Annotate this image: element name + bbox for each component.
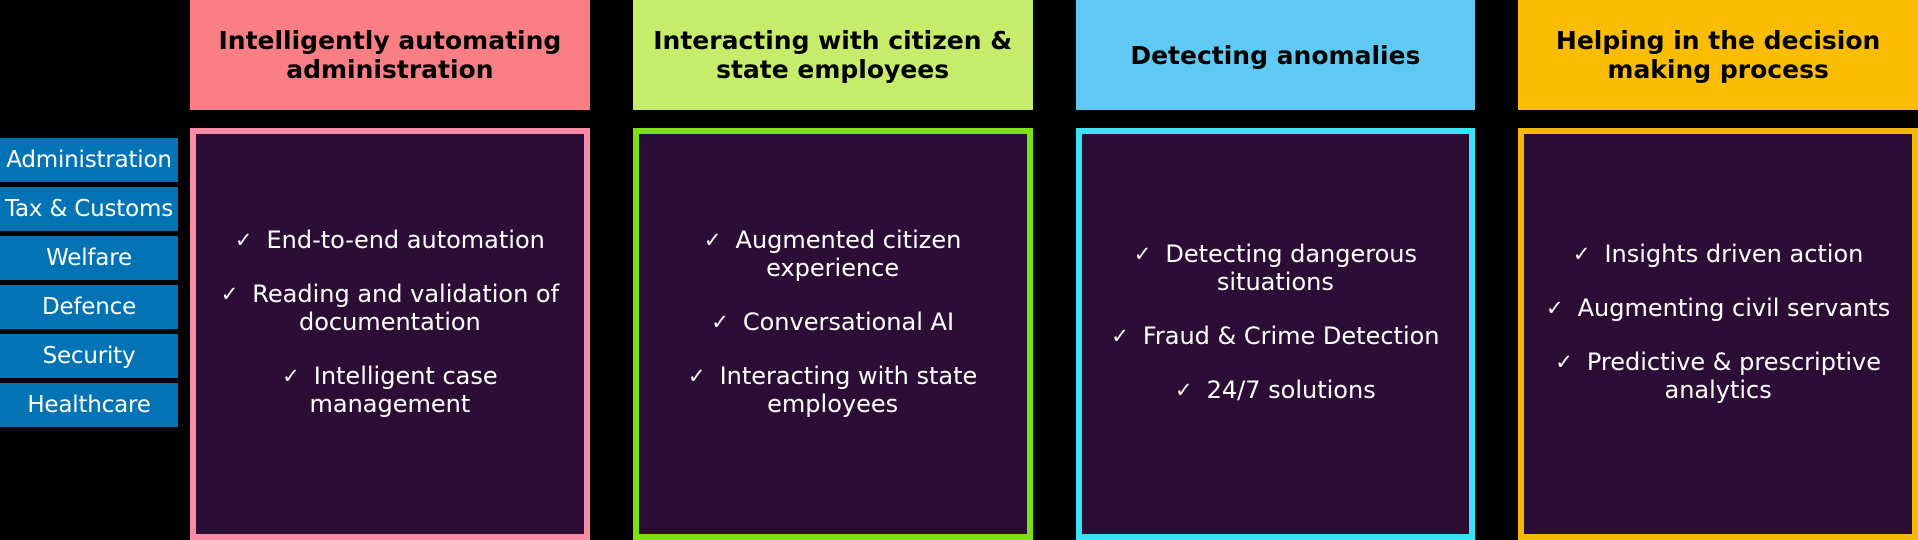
check-icon: ✓ (282, 364, 300, 389)
check-icon: ✓ (220, 281, 239, 306)
list-item-label: Predictive & prescriptive analytics (1586, 348, 1881, 405)
bullet-list: ✓ Augmented citizen experience ✓ Conversat… (651, 226, 1015, 418)
column-gap (190, 110, 590, 128)
list-item: ✓ Augmenting civil servants (1536, 294, 1900, 322)
sidebar-item-security[interactable]: Security (0, 334, 178, 378)
column-gap (1076, 110, 1476, 128)
sidebar-item-label: Defence (41, 294, 137, 320)
list-item: ✓ Fraud & Crime Detection (1094, 322, 1458, 350)
sidebar-item-label: Healthcare (27, 392, 151, 418)
sidebar-item-label: Welfare (46, 245, 132, 271)
list-item: ✓ Predictive & prescriptive analytics (1536, 348, 1900, 404)
bullet-list: ✓ End-to-end automation ✓ Reading and vali… (208, 226, 572, 418)
bullet-list: ✓ Detecting dangerous situations ✓ Fraud &… (1094, 240, 1458, 404)
sidebar-item-administration[interactable]: Administration (0, 138, 178, 182)
list-item-label: Interacting with state employees (719, 362, 978, 419)
use-case-columns: Intelligently automating administration … (190, 0, 1918, 540)
list-item: ✓ 24/7 solutions (1094, 376, 1458, 404)
column-header: Interacting with citizen & state employe… (632, 0, 1033, 110)
list-item-label: Detecting dangerous situations (1165, 239, 1418, 296)
column-header: Detecting anomalies (1075, 0, 1476, 110)
list-item-label: 24/7 solutions (1206, 376, 1376, 405)
column-card: ✓ Insights driven action ✓ Augmenting civi… (1518, 128, 1918, 540)
column-card: ✓ End-to-end automation ✓ Reading and vali… (190, 128, 590, 540)
check-icon: ✓ (234, 227, 253, 252)
column-gap (633, 110, 1033, 128)
check-icon: ✓ (1111, 324, 1129, 348)
list-item-label: Fraud & Crime Detection (1142, 322, 1440, 350)
bullet-list: ✓ Insights driven action ✓ Augmenting civi… (1536, 240, 1900, 404)
sidebar-item-welfare[interactable]: Welfare (0, 236, 178, 280)
list-item-label: Reading and validation of documentation (252, 279, 560, 336)
list-item-label: End-to-end automation (266, 225, 545, 254)
column-gap (1518, 110, 1918, 128)
sidebar-item-defence[interactable]: Defence (0, 285, 178, 329)
sidebar-item-healthcare[interactable]: Healthcare (0, 383, 178, 427)
column-card: ✓ Augmented citizen experience ✓ Conversat… (632, 128, 1033, 540)
check-icon: ✓ (1555, 350, 1573, 374)
list-item: ✓ Intelligent case management (208, 362, 572, 418)
list-item: ✓ Augmented citizen experience (651, 226, 1015, 282)
check-icon: ✓ (1175, 378, 1193, 403)
column-header: Intelligently automating administration (190, 0, 590, 110)
check-icon: ✓ (711, 309, 729, 334)
sidebar-item-label: Tax & Customs (4, 196, 173, 222)
column-card: ✓ Detecting dangerous situations ✓ Fraud &… (1075, 128, 1476, 540)
column-automating-administration: Intelligently automating administration … (190, 0, 590, 540)
check-icon: ✓ (703, 227, 722, 252)
column-header: Helping in the decision making process (1518, 0, 1918, 110)
list-item-label: Insights driven action (1604, 239, 1864, 268)
check-icon: ✓ (1133, 241, 1152, 266)
list-item: ✓ End-to-end automation (208, 226, 572, 254)
sidebar-item-label: Security (42, 343, 136, 369)
list-item-label: Augmenting civil servants (1577, 293, 1891, 322)
sidebar-item-label: Administration (6, 147, 172, 173)
column-detecting-anomalies: Detecting anomalies ✓ Detecting dangerous… (1075, 0, 1476, 540)
check-icon: ✓ (687, 364, 706, 389)
column-interacting-citizen-state: Interacting with citizen & state employe… (632, 0, 1033, 540)
list-item-label: Augmented citizen experience (735, 225, 962, 282)
check-icon: ✓ (1572, 241, 1591, 266)
list-item: ✓ Detecting dangerous situations (1094, 240, 1458, 296)
sidebar-item-tax-customs[interactable]: Tax & Customs (0, 187, 178, 231)
column-decision-making: Helping in the decision making process ✓… (1518, 0, 1918, 540)
list-item-label: Conversational AI (742, 307, 955, 336)
list-item: ✓ Insights driven action (1536, 240, 1900, 268)
list-item-label: Intelligent case management (309, 362, 498, 419)
list-item: ✓ Conversational AI (651, 308, 1015, 336)
list-item: ✓ Interacting with state employees (651, 362, 1015, 418)
sector-sidebar: Administration Tax & Customs Welfare Def… (0, 138, 178, 427)
list-item: ✓ Reading and validation of documentation (208, 280, 572, 336)
check-icon: ✓ (1546, 295, 1564, 320)
